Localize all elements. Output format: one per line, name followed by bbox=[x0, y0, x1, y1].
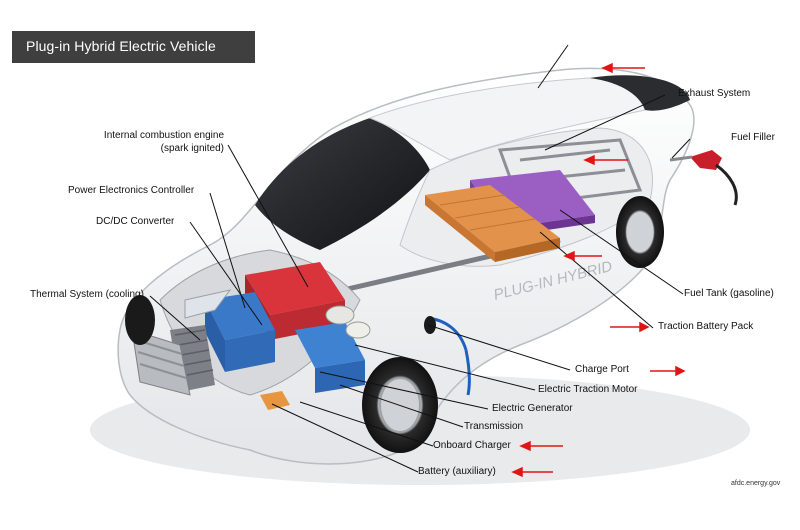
label-charge-port: Charge Port bbox=[575, 364, 629, 375]
label-exhaust-system: Exhaust System bbox=[678, 88, 751, 99]
transmission bbox=[325, 305, 371, 339]
label-transmission: Transmission bbox=[464, 421, 524, 432]
label-battery-auxiliary: Battery (auxiliary) bbox=[418, 466, 496, 477]
rear-window bbox=[590, 75, 690, 111]
label-dcdc-converter: DC/DC Converter bbox=[96, 216, 175, 227]
label-electric-generator: Electric Generator bbox=[492, 403, 573, 414]
diagram-title: Plug-in Hybrid Electric Vehicle bbox=[26, 38, 216, 54]
front-left-wheel bbox=[125, 295, 155, 345]
leader-lines bbox=[149, 44, 691, 473]
title-banner bbox=[12, 31, 255, 63]
label-fuel-filler: Fuel Filler bbox=[731, 132, 775, 143]
label-onboard-charger: Onboard Charger bbox=[433, 440, 511, 451]
label-spark-ignited: (spark ignited) bbox=[160, 143, 224, 154]
headlight bbox=[184, 289, 232, 319]
label-traction-battery-pack: Traction Battery Pack bbox=[658, 321, 754, 332]
fuel-nozzle-icon bbox=[669, 150, 738, 206]
auxiliary-battery bbox=[260, 391, 290, 410]
label-power-electronics-controller: Power Electronics Controller bbox=[68, 185, 195, 196]
label-thermal-system: Thermal System (cooling) bbox=[30, 289, 144, 300]
label-electric-traction-motor: Electric Traction Motor bbox=[538, 384, 638, 395]
charge-cable-icon bbox=[424, 316, 471, 396]
traction-battery-pack bbox=[425, 185, 560, 262]
rear-wheel bbox=[616, 196, 664, 268]
windshield bbox=[255, 118, 430, 250]
callout-arrows bbox=[511, 62, 686, 478]
power-electronics bbox=[205, 292, 275, 372]
source-credit: afdc.energy.gov bbox=[731, 480, 781, 487]
label-fuel-tank: Fuel Tank (gasoline) bbox=[684, 288, 774, 299]
label-internal-combustion-engine: Internal combustion engine bbox=[103, 130, 224, 141]
